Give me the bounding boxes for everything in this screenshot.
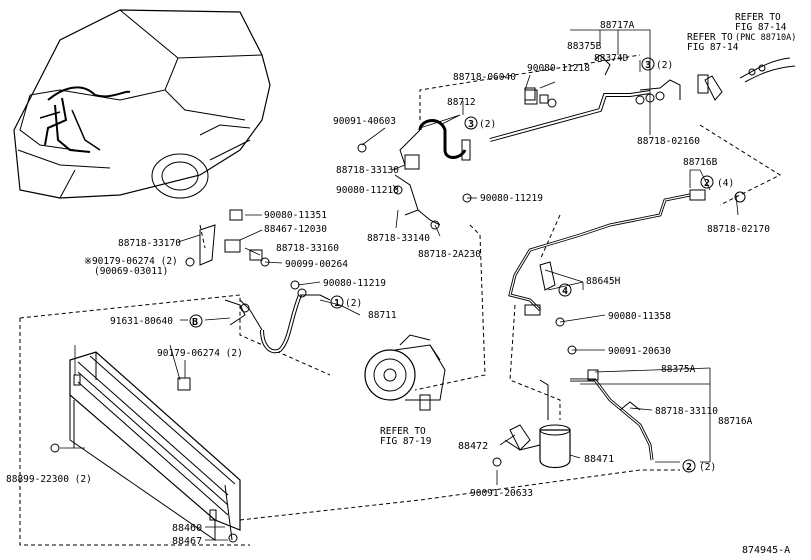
label-88716A: 88716A (718, 416, 753, 427)
label-90091-40603: 90091-40603 (333, 116, 396, 127)
label-88718-06040: 88718-06040 (453, 72, 516, 83)
callout-3-mid: 3 (468, 119, 474, 130)
pipe-88716B (508, 189, 746, 316)
label-88718-33110: 88718-33110 (655, 406, 718, 417)
label-88645H: 88645H (586, 276, 621, 287)
label-qty-2-mid: (2) (479, 119, 496, 130)
callout-2-low: 2 (686, 462, 692, 473)
callout-B: B (192, 317, 198, 328)
label-88712: 88712 (447, 97, 476, 108)
pipe-88712 (394, 119, 471, 226)
label-88718-2A230: 88718-2A230 (418, 249, 481, 260)
label-90080-11218-mid: 90080-11218 (336, 185, 399, 196)
label-90179-06274-b: 90179-06274 (2) (157, 348, 243, 359)
top-right-fittings (697, 57, 796, 101)
label-90099-00264: 90099-00264 (285, 259, 348, 270)
pipe-88716A (570, 369, 654, 461)
label-88718-33130: 88718-33130 (336, 165, 399, 176)
compressor (364, 334, 446, 411)
label-88460: 88460 (172, 523, 202, 534)
label-refer-b-1: REFER TO (735, 12, 781, 23)
label-88716B: 88716B (683, 157, 718, 168)
label-refer-87-19-2: FIG 87-19 (380, 436, 432, 447)
label-88718-33140: 88718-33140 (367, 233, 430, 244)
label-90091-20630: 90091-20630 (608, 346, 671, 357)
small-parts (50, 87, 577, 543)
hose-88711 (224, 288, 331, 354)
label-88471: 88471 (584, 454, 614, 465)
label-90069-03011: (90069-03011) (94, 266, 168, 277)
label-qty-2-low: (2) (699, 462, 716, 473)
label-88717A: 88717A (600, 20, 635, 31)
label-88718-02170: 88718-02170 (707, 224, 770, 235)
label-90080-11351: 90080-11351 (264, 210, 327, 221)
label-88711: 88711 (368, 310, 397, 321)
label-qty-4-b: (4) (717, 178, 734, 189)
receiver-88471 (504, 379, 571, 469)
vehicle-sketch (13, 9, 271, 199)
callout-2-b: 2 (704, 178, 710, 189)
diagram-id: 874945-A (742, 545, 790, 556)
label-88375A: 88375A (661, 364, 696, 375)
label-qty-2-top: (2) (656, 60, 673, 71)
condenser-88460 (69, 351, 241, 541)
callout-4: 4 (562, 286, 568, 297)
callout-circles (189, 57, 714, 473)
label-91631-80640: 91631-80640 (110, 316, 173, 327)
label-refer-a-1: REFER TO (687, 32, 733, 43)
label-88374D: 88374D (594, 53, 629, 64)
label-88472: 88472 (458, 441, 488, 452)
part-labels: 88717A 88375B 88374D 3 (2) REFER TO FIG … (6, 12, 796, 556)
label-88718-02160: 88718-02160 (637, 136, 700, 147)
label-88718-33160: 88718-33160 (276, 243, 339, 254)
label-90080-11219-mid: 90080-11219 (480, 193, 543, 204)
label-88375B: 88375B (567, 41, 602, 52)
leader-lines (60, 29, 739, 541)
callout-3-top: 3 (645, 60, 651, 71)
label-refer-a-2: FIG 87-14 (687, 42, 739, 53)
label-88718-33170: 88718-33170 (118, 238, 181, 249)
callout-1: 1 (334, 298, 340, 309)
label-qty-2-c1: (2) (345, 298, 362, 309)
label-refer-b-2: FIG 87-14 (735, 22, 787, 33)
label-refer-b-3: (PNC 88710A) (735, 33, 796, 43)
pipe-88717A (489, 54, 681, 142)
assembly-outlines (19, 54, 782, 546)
label-90080-11219-low: 90080-11219 (323, 278, 386, 289)
label-90080-11218-top: 90080-11218 (527, 63, 590, 74)
label-90179-06274-a: ※90179-06274 (2) (84, 256, 178, 267)
label-88467: 88467 (172, 536, 202, 547)
label-90091-20633: 90091-20633 (470, 488, 533, 499)
label-refer-87-19-1: REFER TO (380, 426, 426, 437)
label-88467-12030: 88467-12030 (264, 224, 327, 235)
label-88899-22300: 88899-22300 (2) (6, 474, 92, 485)
label-90080-11358: 90080-11358 (608, 311, 671, 322)
